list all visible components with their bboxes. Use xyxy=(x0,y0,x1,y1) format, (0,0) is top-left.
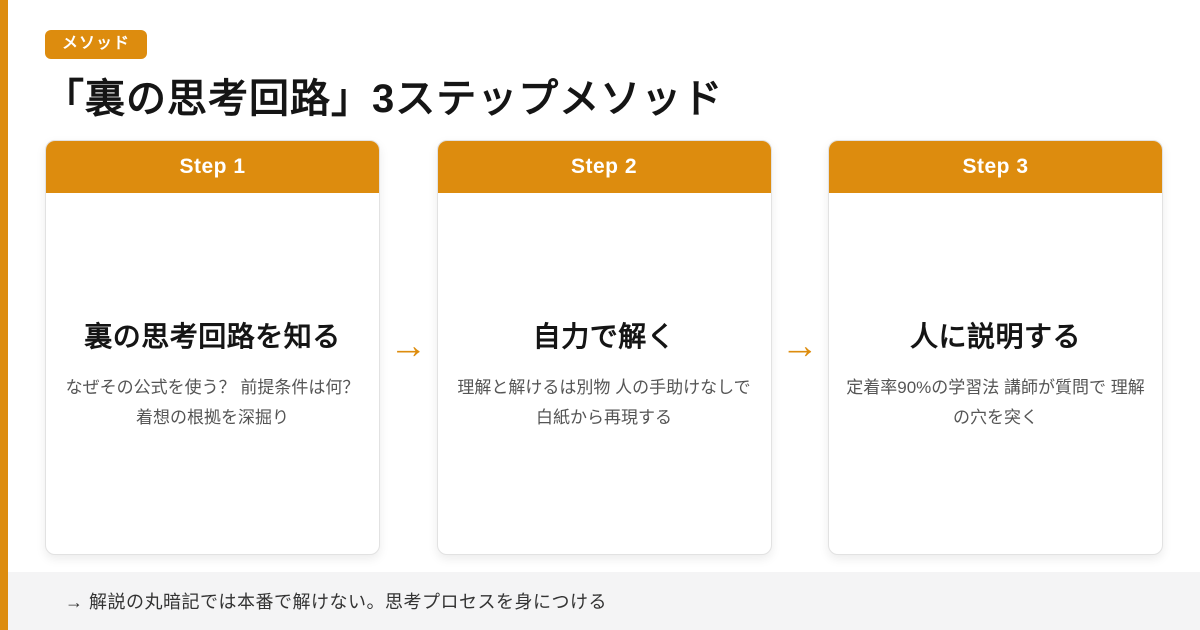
step-card-2: Step 2 自力で解く 理解と解けるは別物 人の手助けなしで 白紙から再現する xyxy=(436,140,772,555)
left-accent-bar xyxy=(0,0,8,630)
step-2-description: 理解と解けるは別物 人の手助けなしで 白紙から再現する xyxy=(457,377,751,427)
step-1-header: Step 1 xyxy=(46,141,379,193)
step-2-title: 自力で解く xyxy=(532,320,676,352)
step-card-3: Step 3 人に説明する 定着率90%の学習法 講師が質問で 理解の穴を突く xyxy=(828,140,1163,555)
step-3-body: 人に説明する 定着率90%の学習法 講師が質問で 理解の穴を突く xyxy=(829,193,1162,554)
step-3-description: 定着率90%の学習法 講師が質問で 理解の穴を突く xyxy=(846,377,1145,427)
flow-arrow-icon: → xyxy=(389,324,428,367)
step-1-body: 裏の思考回路を知る なぜその公式を使う？ 前提条件は何？ 着想の根拠を深掘り xyxy=(46,193,379,554)
step-1-description: なぜその公式を使う？ 前提条件は何？ 着想の根拠を深掘り xyxy=(65,377,360,427)
footer-note: → 解説の丸暗記では本番で解けない。思考プロセスを身につける xyxy=(65,592,607,612)
step-1-title: 裏の思考回路を知る xyxy=(84,320,341,352)
step-2-header: Step 2 xyxy=(437,141,771,193)
step-2-body: 自力で解く 理解と解けるは別物 人の手助けなしで 白紙から再現する xyxy=(438,193,771,554)
steps-row: Step 1 裏の思考回路を知る なぜその公式を使う？ 前提条件は何？ 着想の根… xyxy=(45,140,1163,555)
step-3-header: Step 3 xyxy=(829,141,1162,193)
step-3-title: 人に説明する xyxy=(909,320,1081,352)
step-card-1: Step 1 裏の思考回路を知る なぜその公式を使う？ 前提条件は何？ 着想の根… xyxy=(45,140,380,555)
footer-bar: → 解説の丸暗記では本番で解けない。思考プロセスを身につける xyxy=(0,572,1200,630)
flow-arrow-icon: → xyxy=(780,324,819,367)
category-badge: メソッド xyxy=(45,30,148,59)
page-title: 「裏の思考回路」3ステップメソッド xyxy=(44,77,724,121)
